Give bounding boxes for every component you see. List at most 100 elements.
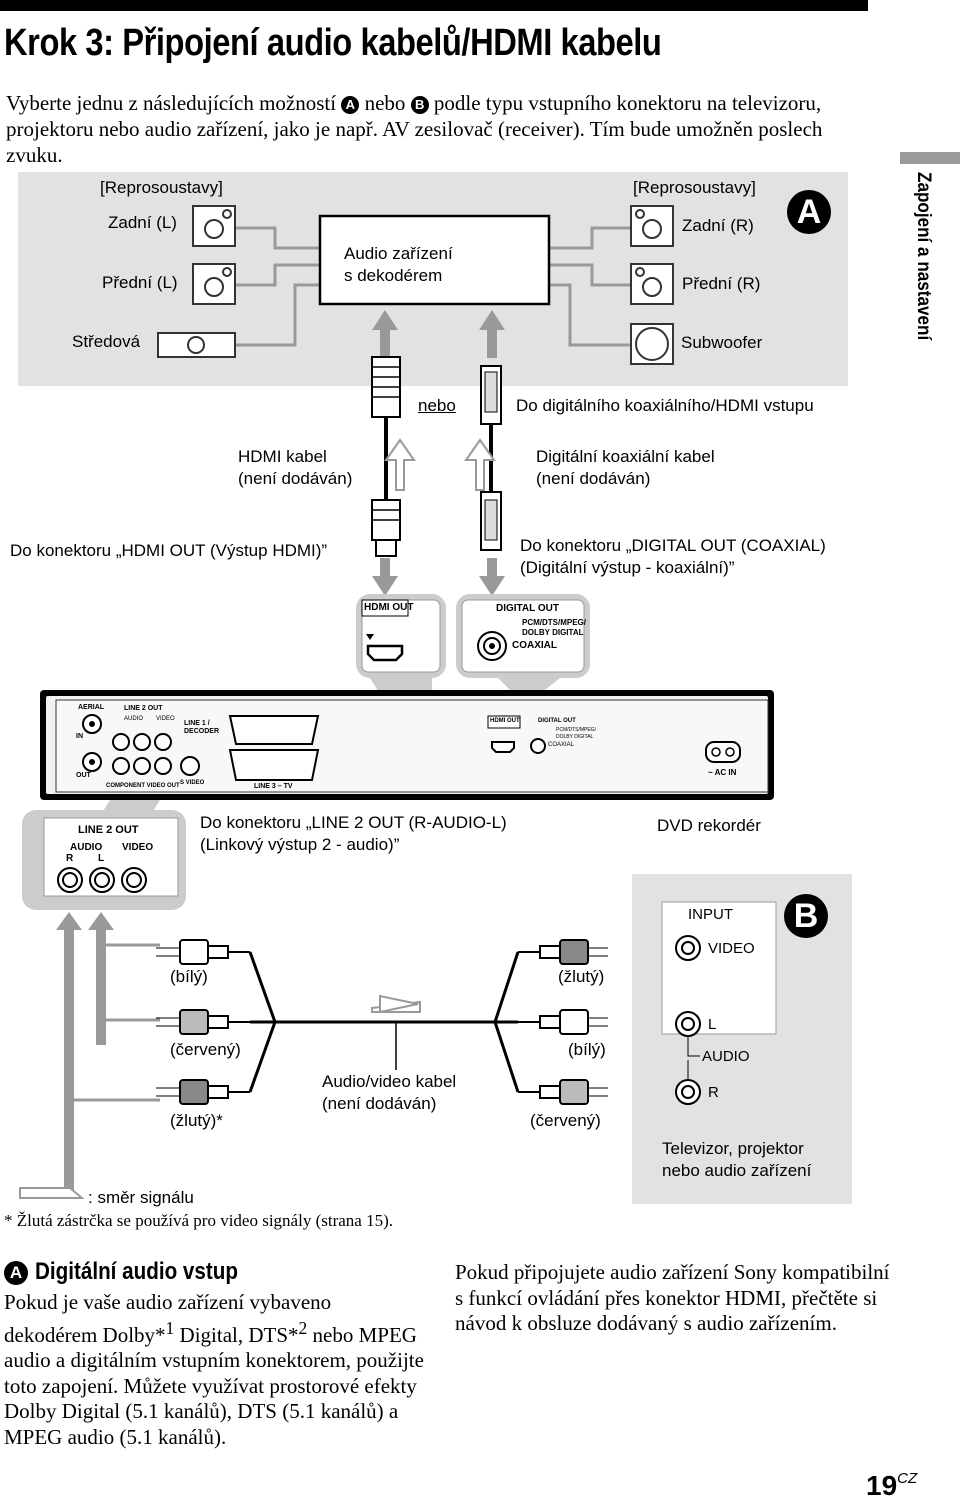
signal-direction-coax bbox=[464, 438, 496, 491]
speaker-rear-right bbox=[630, 205, 674, 247]
rear-decoder-label: DECODER bbox=[184, 728, 220, 735]
av-cable bbox=[248, 951, 520, 1093]
signal-legend-arrow bbox=[19, 1187, 85, 1199]
tv-label-1: Televizor, projektor bbox=[662, 1139, 804, 1158]
intro-text-1: Vyberte jednu z následujících možností bbox=[6, 91, 337, 115]
center-label: Středová bbox=[72, 332, 141, 351]
rear-digital-label: DIGITAL OUT bbox=[538, 718, 576, 724]
hdmi-cable-label-1: HDMI kabel bbox=[238, 447, 327, 466]
speaker-rear-left bbox=[192, 205, 236, 247]
red-left-label: (červený) bbox=[170, 1040, 241, 1059]
red-right-label: (červený) bbox=[530, 1111, 601, 1130]
coaxial-cable bbox=[480, 365, 502, 551]
side-tab-label: Zapojení a nastavení bbox=[913, 172, 934, 341]
body-text-c: nebo MPEG audio a digitálním vstupním ko… bbox=[4, 1322, 424, 1449]
yellow-left-label: (žlutý)* bbox=[170, 1111, 223, 1130]
signal-arrow-coax-out bbox=[479, 558, 505, 596]
line2-panel-title: LINE 2 OUT bbox=[78, 824, 139, 836]
tv-video-label: VIDEO bbox=[708, 940, 755, 957]
footnote-ref-2: 2 bbox=[298, 1317, 308, 1338]
panel-coaxial-label: COAXIAL bbox=[512, 640, 557, 651]
av-cable-label-1: Audio/video kabel bbox=[322, 1072, 457, 1091]
top-rule bbox=[0, 0, 868, 11]
audio-device-label-1: Audio zařízení bbox=[344, 244, 453, 263]
rear-video-label: VIDEO bbox=[156, 716, 175, 722]
to-hdmi-out-label: Do konektoru „HDMI OUT (Výstup HDMI)” bbox=[10, 541, 328, 560]
yellow-right-label: (žlutý) bbox=[558, 967, 605, 986]
option-a-badge: A bbox=[341, 96, 360, 114]
intro-text-or: nebo bbox=[364, 91, 406, 115]
option-b-badge: B bbox=[410, 96, 429, 114]
tv-input-label: INPUT bbox=[688, 906, 733, 923]
footnote-ref-1: 1 bbox=[165, 1317, 175, 1338]
speaker-front-right bbox=[630, 263, 674, 305]
signal-legend-label: : směr signálu bbox=[88, 1188, 194, 1207]
white-left-label: (bílý) bbox=[170, 967, 208, 986]
or-label: nebo bbox=[418, 396, 456, 415]
rear-line1-label: LINE 1 / bbox=[184, 720, 210, 727]
signal-arrow-coax-in bbox=[479, 310, 505, 358]
footnote: * Žlutá zástrčka se používá pro video si… bbox=[4, 1211, 393, 1230]
line2-panel-video: VIDEO bbox=[122, 842, 154, 853]
page-number-suffix: CZ bbox=[897, 1470, 918, 1487]
rear-ac-label: ~ AC IN bbox=[708, 768, 737, 777]
front-left-label: Přední (L) bbox=[102, 273, 178, 292]
page-number-value: 19 bbox=[866, 1470, 898, 1501]
line2-panel-r: R bbox=[66, 853, 74, 864]
tv-label-2: nebo audio zařízení bbox=[662, 1161, 812, 1180]
to-line2-label-2: (Linkový výstup 2 - audio)” bbox=[200, 835, 400, 854]
rear-component-label: COMPONENT VIDEO OUT bbox=[106, 783, 180, 789]
to-line2-label-1: Do konektoru „LINE 2 OUT (R-AUDIO-L) bbox=[200, 813, 507, 832]
rear-line3-label: LINE 3 – TV bbox=[254, 783, 293, 790]
section-body-right: Pokud připojujete audio zařízení Sony ko… bbox=[455, 1260, 890, 1335]
rear-audio-label: AUDIO bbox=[124, 716, 144, 722]
av-cable-label-2: (není dodáván) bbox=[322, 1094, 437, 1113]
rear-svideo-label: S VIDEO bbox=[180, 780, 205, 786]
rear-line2out-label: LINE 2 OUT bbox=[124, 705, 163, 712]
line2-panel-l: L bbox=[98, 853, 105, 864]
dvd-recorder-rear-panel bbox=[40, 690, 774, 800]
speaker-center bbox=[157, 332, 236, 358]
option-a-diagram-badge: A bbox=[787, 190, 831, 234]
panel-digital-out-label: DIGITAL OUT bbox=[496, 603, 559, 614]
section-heading: A Digitální audio vstup bbox=[4, 1258, 271, 1286]
to-digital-input-label: Do digitálního koaxiálního/HDMI vstupu bbox=[516, 396, 814, 415]
rear-aerial-label: AERIAL bbox=[78, 704, 105, 711]
subwoofer-label: Subwoofer bbox=[681, 333, 763, 352]
signal-arrow-line2 bbox=[56, 912, 114, 1195]
signal-direction-hdmi bbox=[384, 438, 416, 491]
option-b-diagram-badge: B bbox=[784, 894, 828, 938]
rear-left-label: Zadní (L) bbox=[108, 213, 177, 232]
tv-r-label: R bbox=[708, 1084, 719, 1101]
tv-l-label: L bbox=[708, 1016, 717, 1033]
white-right-label: (bílý) bbox=[568, 1040, 606, 1059]
hdmi-cable-label-2: (není dodáván) bbox=[238, 469, 353, 488]
panel-dolby-label: DOLBY DIGITAL bbox=[522, 628, 584, 637]
panel-pcm-label: PCM/DTS/MPEG/ bbox=[522, 618, 587, 627]
hdmi-out-panel bbox=[356, 594, 446, 678]
section-a-badge: A bbox=[4, 1261, 28, 1285]
section-body-left: Pokud je vaše audio zařízení vybaveno de… bbox=[4, 1290, 424, 1450]
hdmi-cable bbox=[371, 356, 401, 557]
line2-panel-audio: AUDIO bbox=[70, 842, 103, 853]
audio-device-label-2: s dekodérem bbox=[344, 266, 443, 285]
rear-in-label: IN bbox=[76, 733, 83, 740]
page-number: 19CZ bbox=[866, 1470, 917, 1502]
intro-text-2: podle typu vstupního konektoru na televi… bbox=[6, 91, 823, 167]
rear-right-label: Zadní (R) bbox=[682, 216, 754, 235]
audio-device-box bbox=[318, 214, 551, 306]
tv-audio-label: AUDIO bbox=[702, 1048, 750, 1065]
speakers-right-label: [Reprosoustavy] bbox=[633, 178, 756, 197]
rear-dolby-label: DOLBY DIGITAL bbox=[556, 734, 594, 740]
rear-pcm-label: PCM/DTS/MPEG/ bbox=[556, 727, 597, 733]
signal-arrow-hdmi-out bbox=[372, 558, 398, 596]
tv-input-panel bbox=[661, 901, 777, 1035]
body-text-b: Digital, DTS* bbox=[174, 1322, 299, 1347]
side-tab-marker bbox=[900, 152, 960, 164]
digital-out-panel bbox=[456, 594, 590, 678]
speakers-left-label: [Reprosoustavy] bbox=[100, 178, 223, 197]
coax-cable-label-2: (není dodáván) bbox=[536, 469, 651, 488]
section-heading-text: Digitální audio vstup bbox=[34, 1258, 238, 1285]
to-digital-out-label-1: Do konektoru „DIGITAL OUT (COAXIAL) bbox=[520, 536, 826, 555]
